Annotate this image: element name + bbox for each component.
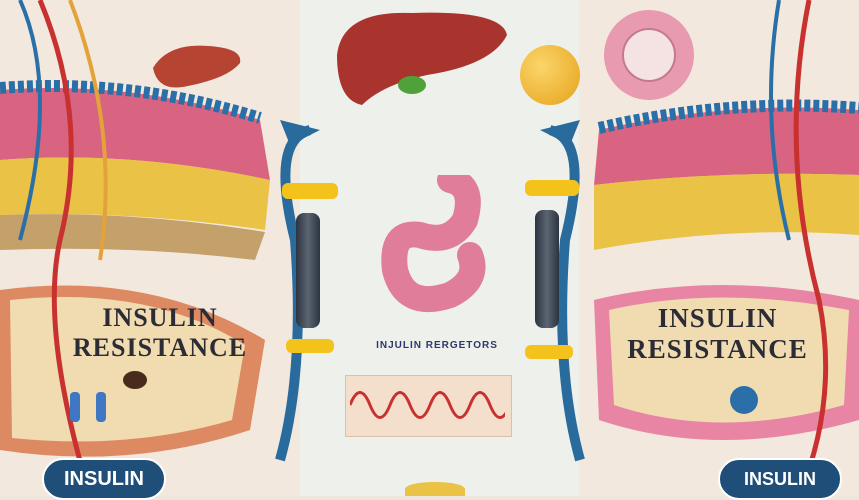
left-title-line1: INSULIN: [102, 303, 218, 332]
insulin-vial-icon: [535, 210, 559, 328]
vial-label: [525, 180, 579, 196]
vial-label: [525, 345, 573, 359]
right-title-line1: INSULIN: [657, 303, 778, 333]
receptor-wave: [350, 391, 505, 419]
insulin-vial-icon: [296, 213, 320, 328]
right-title-line2: RESISTANCE: [627, 334, 808, 364]
right-title: INSULIN RESISTANCE: [610, 305, 825, 363]
stomach-icon: [381, 175, 486, 312]
insulin-receptors-heading: INJULIN RERGETORS: [376, 340, 498, 351]
arrow-icon: [275, 120, 320, 462]
left-tissue-illustration: [0, 0, 300, 496]
left-badge: INSULIN: [42, 458, 166, 500]
liver-icon: [153, 45, 241, 88]
left-title-line2: RESISTANCE: [72, 333, 248, 362]
liver-icon: [337, 12, 507, 105]
vial-label: [282, 183, 338, 199]
arrow-icon: [540, 120, 585, 462]
left-title: INSULIN RESISTANCE: [60, 305, 260, 361]
vial-label: [286, 339, 334, 353]
glucose-icon: [520, 45, 580, 105]
fat-cluster: [405, 482, 465, 496]
right-tissue-illustration: [579, 0, 859, 496]
right-badge: INSULIN: [718, 458, 842, 500]
